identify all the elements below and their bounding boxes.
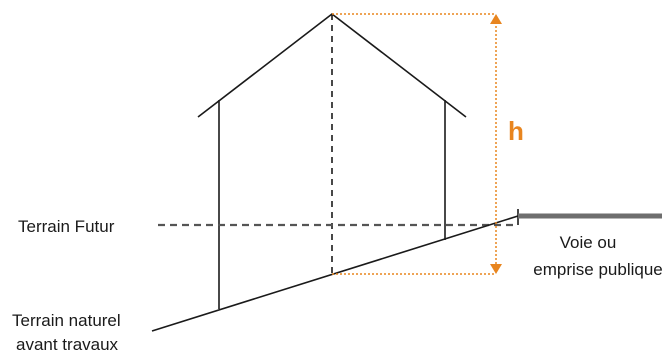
terrain-naturel-line	[151, 215, 519, 332]
height-arrow-bottom	[490, 264, 502, 274]
terrain-futur-label: Terrain Futur	[18, 217, 115, 236]
terrain-naturel-label-line1: Terrain naturel	[12, 311, 121, 330]
terrain-naturel-label-line2: avant travaux	[16, 335, 119, 354]
height-arrow-top	[490, 14, 502, 24]
voie-label-line2: emprise publique	[533, 260, 662, 279]
voie-label-line1: Voie ou	[560, 233, 617, 252]
height-label: h	[508, 116, 524, 146]
